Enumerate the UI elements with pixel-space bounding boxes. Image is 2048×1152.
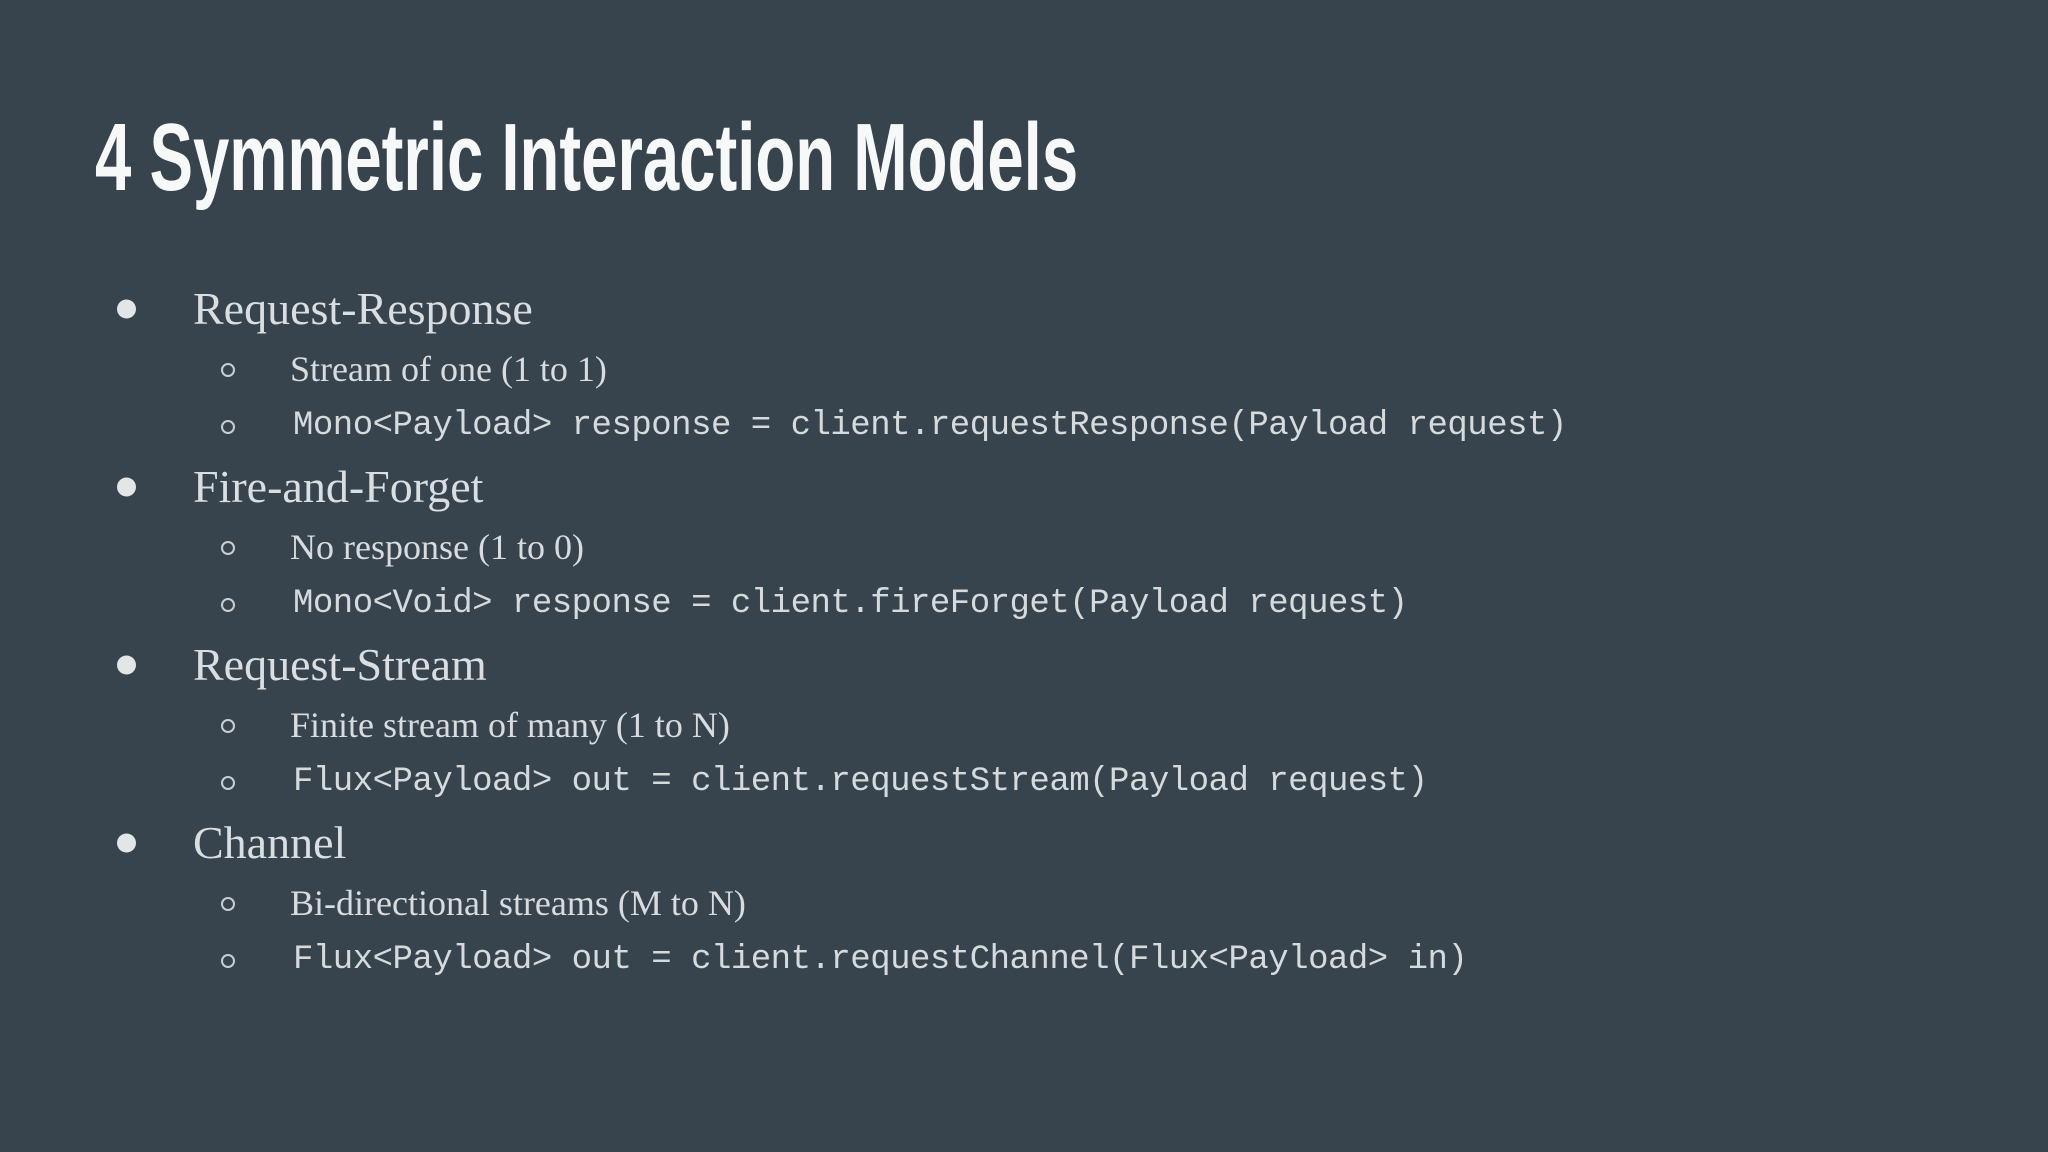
code-snippet: Mono<Void> response = client.fireForget(… bbox=[293, 585, 1408, 623]
hollow-bullet-icon bbox=[221, 597, 235, 612]
list-item-code: Flux<Payload> out = client.requestChanne… bbox=[0, 932, 2048, 989]
list-item-sub: Finite stream of many (1 to N) bbox=[0, 697, 2048, 754]
hollow-bullet-icon bbox=[221, 953, 235, 968]
filled-bullet-icon bbox=[117, 833, 136, 853]
hollow-bullet-icon bbox=[221, 540, 235, 555]
list-item-heading: Fire-and-Forget bbox=[0, 455, 2048, 519]
list-item-sub: No response (1 to 0) bbox=[0, 519, 2048, 576]
heading-label: Fire-and-Forget bbox=[193, 461, 484, 512]
sub-label: Bi-directional streams (M to N) bbox=[290, 883, 746, 923]
hollow-bullet-icon bbox=[221, 419, 235, 434]
sub-label: No response (1 to 0) bbox=[290, 527, 584, 567]
hollow-bullet-icon bbox=[221, 362, 235, 377]
filled-bullet-icon bbox=[117, 477, 136, 497]
list-item-code: Mono<Payload> response = client.requestR… bbox=[0, 398, 2048, 455]
heading-label: Request-Response bbox=[193, 283, 533, 334]
code-snippet: Mono<Payload> response = client.requestR… bbox=[293, 407, 1567, 445]
heading-label: Channel bbox=[193, 817, 347, 868]
filled-bullet-icon bbox=[117, 655, 136, 675]
list-item-heading: Channel bbox=[0, 811, 2048, 875]
code-snippet: Flux<Payload> out = client.requestChanne… bbox=[293, 941, 1468, 979]
list-item-code: Flux<Payload> out = client.requestStream… bbox=[0, 754, 2048, 811]
heading-label: Request-Stream bbox=[193, 639, 487, 690]
list-item-heading: Request-Response bbox=[0, 277, 2048, 341]
sub-label: Stream of one (1 to 1) bbox=[290, 349, 607, 389]
hollow-bullet-icon bbox=[221, 775, 235, 790]
code-snippet: Flux<Payload> out = client.requestStream… bbox=[293, 763, 1428, 801]
bullet-list: Request-Response Stream of one (1 to 1) … bbox=[0, 277, 2048, 989]
filled-bullet-icon bbox=[117, 299, 136, 319]
hollow-bullet-icon bbox=[221, 896, 235, 911]
list-item-code: Mono<Void> response = client.fireForget(… bbox=[0, 576, 2048, 633]
hollow-bullet-icon bbox=[221, 718, 235, 733]
sub-label: Finite stream of many (1 to N) bbox=[290, 705, 730, 745]
slide-title: 4 Symmetric Interaction Models bbox=[95, 104, 1079, 211]
list-item-heading: Request-Stream bbox=[0, 633, 2048, 697]
list-item-sub: Bi-directional streams (M to N) bbox=[0, 875, 2048, 932]
list-item-sub: Stream of one (1 to 1) bbox=[0, 341, 2048, 398]
